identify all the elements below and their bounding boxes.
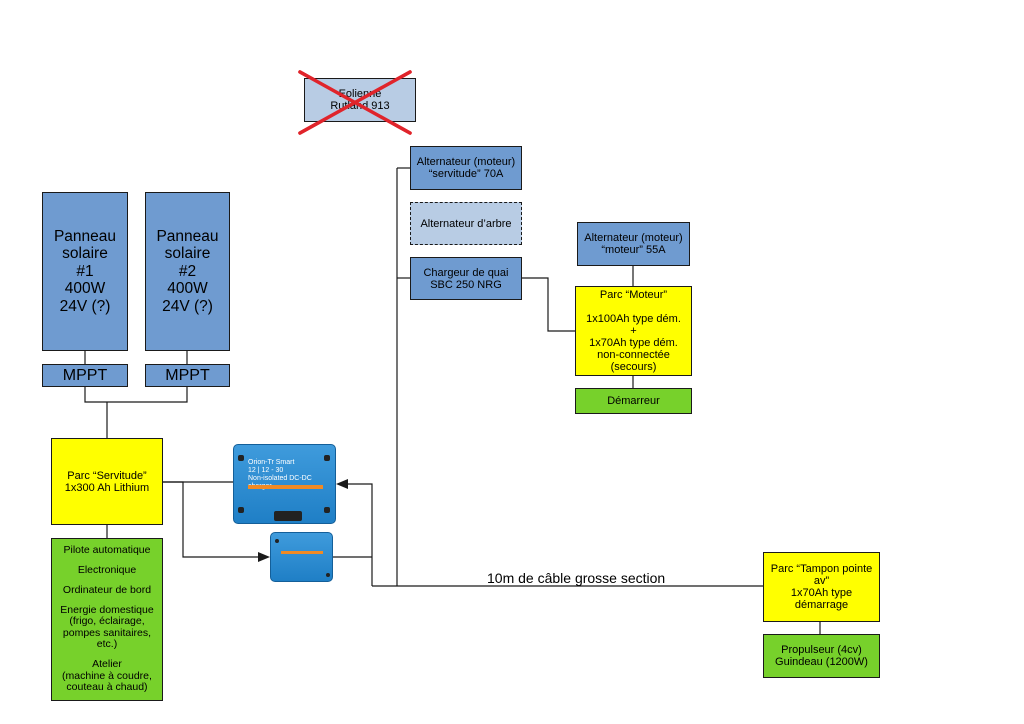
shaft-alternator: Alternateur d’arbre <box>410 202 522 245</box>
solar-panel-2: Panneau solaire #2 400W 24V (?) <box>145 192 230 351</box>
battery-moteur-label: Parc “Moteur” 1x100Ah type dém. + 1x70Ah… <box>586 289 681 373</box>
consumer-item: Pilote automatique <box>63 544 151 557</box>
thruster-windlass-label: Propulseur (4cv) Guindeau (1200W) <box>775 644 868 668</box>
shore-charger: Chargeur de quai SBC 250 NRG <box>410 257 522 300</box>
wire-chargeur-parc-moteur <box>522 277 575 332</box>
consumer-item: Electronique <box>77 564 137 577</box>
converter-screw <box>238 455 244 461</box>
cross-overlay-line-b <box>298 70 412 135</box>
consumers-box: Pilote automatique Electronique Ordinate… <box>51 538 163 701</box>
converter-screw <box>324 507 330 513</box>
battery-moteur: Parc “Moteur” 1x100Ah type dém. + 1x70Ah… <box>575 286 692 376</box>
converter-screw <box>326 573 330 577</box>
solar-panel-1-label: Panneau solaire #1 400W 24V (?) <box>53 227 117 315</box>
converter-screw <box>324 455 330 461</box>
consumer-item: Atelier (machine à coudre, couteau à cha… <box>62 658 152 694</box>
solar-panel-1: Panneau solaire #1 400W 24V (?) <box>42 192 128 351</box>
battery-tampon-label: Parc “Tampon pointe av” 1x70Ah type déma… <box>770 563 873 611</box>
mppt-2: MPPT <box>145 364 230 387</box>
wire-mppt-join <box>84 387 188 403</box>
dc-dc-converter-large: Orion-Tr Smart 12 | 12 - 30 Non-isolated… <box>233 444 336 524</box>
alternator-moteur: Alternateur (moteur) “moteur” 55A <box>577 222 690 266</box>
battery-tampon: Parc “Tampon pointe av” 1x70Ah type déma… <box>763 552 880 622</box>
converter-small-stripe <box>281 551 323 554</box>
arrow-to-converter2 <box>258 552 270 562</box>
converter-screw <box>238 507 244 513</box>
alternator-servitude-label: Alternateur (moteur) “servitude” 70A <box>416 156 516 180</box>
dc-dc-converter-small <box>270 532 333 582</box>
alternator-servitude: Alternateur (moteur) “servitude” 70A <box>410 146 522 190</box>
wire-converter1-bus <box>344 483 373 586</box>
converter-stripe <box>248 485 323 489</box>
mppt-1: MPPT <box>42 364 128 387</box>
alternator-moteur-label: Alternateur (moteur) “moteur” 55A <box>584 232 683 256</box>
arrow-to-converter1 <box>336 479 348 489</box>
mppt-1-label: MPPT <box>62 366 108 384</box>
shore-charger-label: Chargeur de quai SBC 250 NRG <box>423 266 509 291</box>
battery-servitude-label: Parc “Servitude” 1x300 Ah Lithium <box>64 469 150 494</box>
starter-label: Démarreur <box>607 395 660 407</box>
wire-servitude-converter2 <box>163 481 262 558</box>
solar-panel-2-label: Panneau solaire #2 400W 24V (?) <box>156 227 219 315</box>
converter-screw <box>275 539 279 543</box>
consumer-item: Energie domestique (frigo, éclairage, po… <box>60 603 154 651</box>
shaft-alternator-label: Alternateur d’arbre <box>420 217 512 230</box>
converter-terminal-block <box>274 511 302 521</box>
starter: Démarreur <box>575 388 692 414</box>
battery-servitude: Parc “Servitude” 1x300 Ah Lithium <box>51 438 163 525</box>
consumer-item: Ordinateur de bord <box>62 583 152 596</box>
cable-caption: 10m de câble grosse section <box>487 570 666 586</box>
mppt-2-label: MPPT <box>165 366 210 384</box>
thruster-windlass: Propulseur (4cv) Guindeau (1200W) <box>763 634 880 678</box>
